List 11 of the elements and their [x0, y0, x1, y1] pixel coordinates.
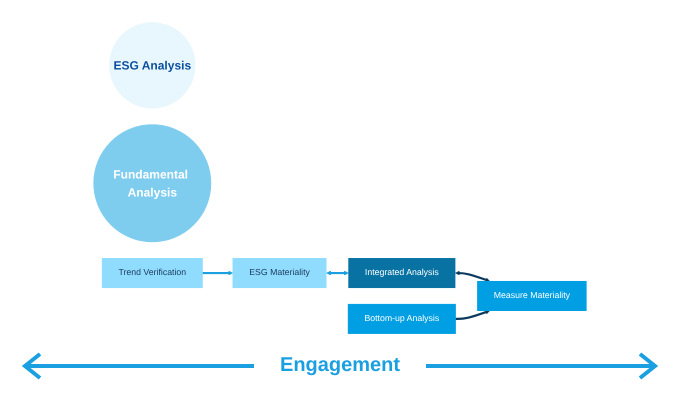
node-circle: Fundamental Analysis: [93, 124, 212, 242]
node-box: Integrated Analysis: [348, 258, 456, 288]
node-circle: ESG Analysis: [109, 22, 196, 108]
node-box: Bottom-up Analysis: [348, 304, 456, 334]
node-box: Trend Verification: [102, 258, 203, 288]
node-box: ESG Materiality: [232, 258, 327, 288]
arrow: [202, 270, 234, 276]
arrow: [455, 270, 490, 282]
arrow: [326, 270, 349, 276]
node-box: Measure Materiality: [477, 280, 587, 311]
arrow: [456, 310, 490, 320]
